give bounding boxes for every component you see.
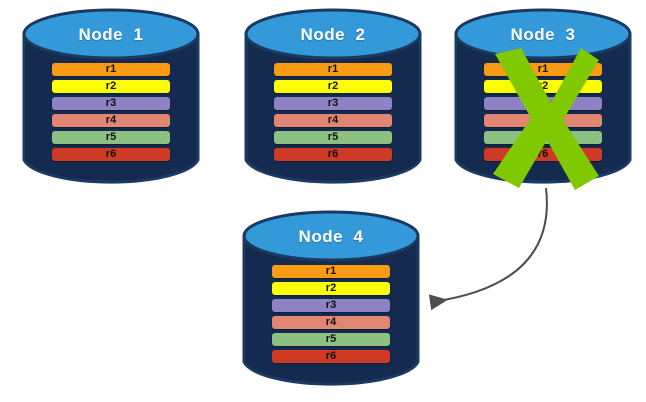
row-label: r5 [325, 333, 337, 345]
row-label: r3 [105, 97, 117, 109]
row-r6[interactable]: r6 [52, 148, 170, 161]
row-list-node1: r1 r2 r3 r4 r5 r6 [22, 63, 200, 161]
row-r3[interactable]: r3 [274, 97, 392, 110]
row-r5[interactable]: r5 [272, 333, 390, 346]
row-label: r2 [325, 282, 337, 294]
row-r5[interactable]: r5 [52, 131, 170, 144]
row-list-node4: r1 r2 r3 r4 r5 r6 [242, 265, 420, 363]
row-label: r2 [327, 80, 339, 92]
row-r4[interactable]: r4 [272, 316, 390, 329]
row-label: r1 [327, 63, 339, 75]
row-label: r1 [105, 63, 117, 75]
row-r2[interactable]: r2 [274, 80, 392, 93]
node-node1[interactable]: Node 1 r1 r2 r3 r4 r5 r6 [22, 8, 200, 186]
row-label: r1 [325, 265, 337, 277]
row-r2[interactable]: r2 [52, 80, 170, 93]
row-r1[interactable]: r1 [274, 63, 392, 76]
row-r1[interactable]: r1 [52, 63, 170, 76]
row-label: r4 [105, 114, 117, 126]
row-r4[interactable]: r4 [52, 114, 170, 127]
row-label: r5 [327, 131, 339, 143]
row-r5[interactable]: r5 [274, 131, 392, 144]
row-r6[interactable]: r6 [272, 350, 390, 363]
row-label: r3 [325, 299, 337, 311]
row-r4[interactable]: r4 [274, 114, 392, 127]
row-r1[interactable]: r1 [272, 265, 390, 278]
row-label: r2 [105, 80, 117, 92]
row-r2[interactable]: r2 [272, 282, 390, 295]
row-label: r4 [327, 114, 339, 126]
node-node2[interactable]: Node 2 r1 r2 r3 r4 r5 r6 [244, 8, 422, 186]
node-node4[interactable]: Node 4 r1 r2 r3 r4 r5 r6 [242, 210, 420, 388]
row-list-node2: r1 r2 r3 r4 r5 r6 [244, 63, 422, 161]
row-label: r6 [327, 148, 339, 160]
row-r6[interactable]: r6 [274, 148, 392, 161]
row-label: r4 [325, 316, 337, 328]
row-label: r3 [327, 97, 339, 109]
row-r3[interactable]: r3 [52, 97, 170, 110]
row-label: r6 [325, 350, 337, 362]
row-r3[interactable]: r3 [272, 299, 390, 312]
row-label: r5 [105, 131, 117, 143]
row-label: r6 [105, 148, 117, 160]
